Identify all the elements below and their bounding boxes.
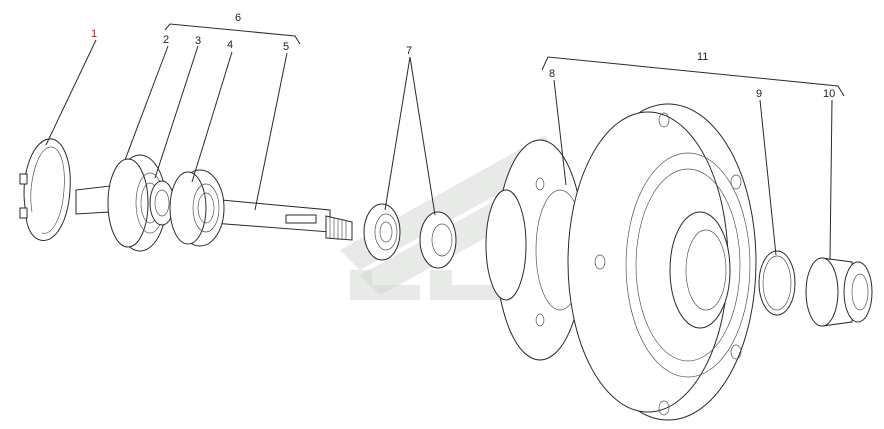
callout-8: 8	[549, 68, 555, 80]
callout-9: 9	[756, 88, 762, 100]
bearing-7b	[419, 211, 457, 269]
callout-1: 1	[91, 28, 97, 40]
hub-flange	[485, 103, 757, 421]
callout-6: 6	[235, 12, 241, 24]
bearing-4	[169, 169, 225, 247]
o-ring-9	[758, 250, 796, 316]
callout-11: 11	[697, 51, 708, 63]
shaft	[75, 185, 353, 241]
callout-labels: 1 2 3 4 5 6 7 8 9 10 11	[91, 12, 835, 100]
callout-4: 4	[227, 39, 233, 51]
callout-5: 5	[283, 41, 289, 53]
callout-10: 10	[823, 88, 835, 100]
bearing-2	[107, 154, 167, 252]
bearing-7a	[363, 203, 401, 261]
callout-2: 2	[163, 34, 169, 46]
callout-3: 3	[195, 35, 201, 47]
sleeve-10	[805, 257, 873, 327]
leader-lines	[45, 23, 845, 261]
retaining-ring	[19, 138, 71, 241]
callout-7: 7	[406, 45, 412, 57]
